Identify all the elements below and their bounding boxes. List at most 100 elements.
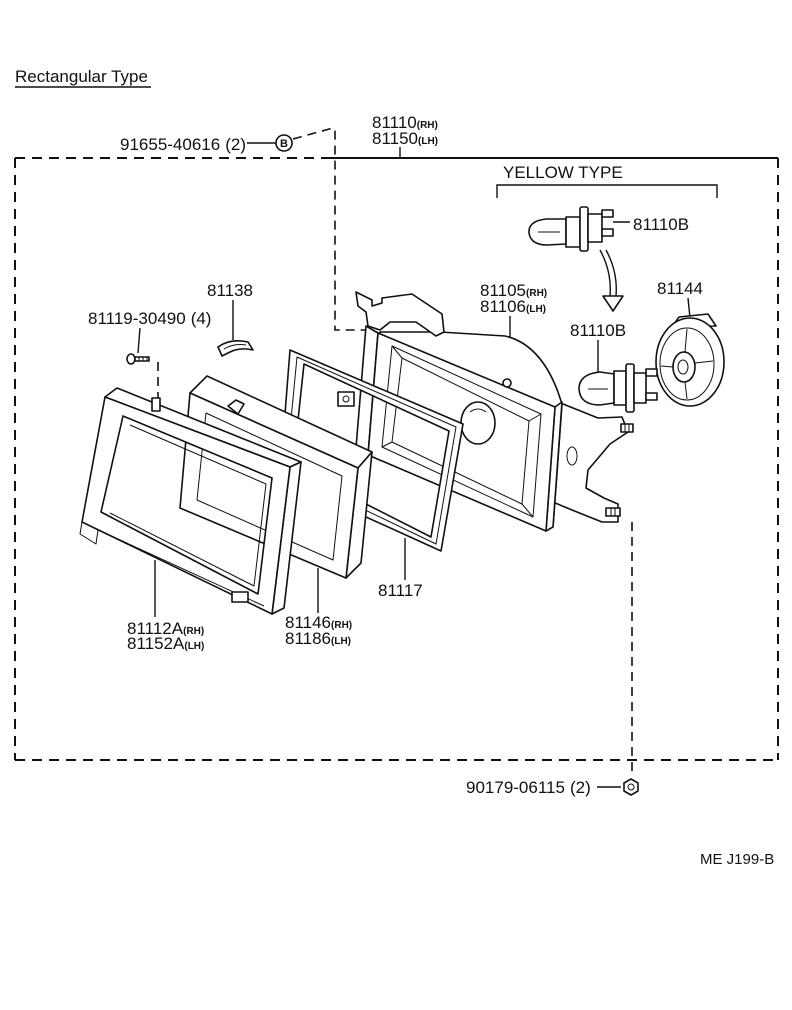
clip (217, 340, 254, 357)
leader-line-cover (687, 297, 691, 319)
fastener-b-symbol: B (280, 138, 288, 150)
socket-cover-center (677, 359, 689, 375)
diagram-title: Rectangular Type (15, 67, 148, 86)
frame-rh-side: (RH) (183, 626, 204, 637)
nut-qty: (2) (570, 778, 591, 797)
bulb (578, 363, 658, 413)
nut (623, 778, 639, 796)
socket-cover-rim (659, 327, 715, 401)
housing-reflector-depth (381, 345, 542, 518)
bulb-yellow-terminal (601, 209, 614, 218)
bulb-terminal (645, 368, 658, 377)
lens-lh-number: 81186 (285, 629, 331, 648)
leader-line-screw (137, 327, 141, 354)
frame-screw-boss (151, 397, 161, 412)
screw (126, 353, 150, 365)
bulb-terminal (645, 392, 658, 401)
screw-thread (138, 357, 148, 361)
clip-fold (223, 344, 247, 350)
housing-bulb (460, 401, 496, 445)
lens-inner-panel (196, 412, 343, 561)
socket-cover-rib (660, 365, 674, 368)
bulb-yellow-flange (579, 206, 589, 252)
lens-rh-label: 81146(RH) (285, 613, 352, 632)
bulb-yellow-collar (565, 216, 581, 248)
screw-shank (134, 356, 150, 362)
socket-cover-rib (684, 381, 688, 400)
housing-mount-stud (605, 507, 621, 517)
clip-body (217, 340, 254, 357)
socket-cover-rib (694, 360, 714, 364)
screw-number: 81119-30490 (88, 309, 186, 328)
assembly-border (14, 157, 779, 761)
bulb-yellow-label: 81110B (633, 215, 689, 234)
housing-side-tab (337, 391, 355, 407)
frame-lh-side: (LH) (184, 641, 204, 652)
arrow-head (602, 295, 624, 312)
frame-bottom-tab (231, 591, 249, 603)
socket-cover-rib (684, 328, 688, 353)
housing-rh-label: 81105(RH) (480, 281, 547, 300)
bulb-yellow-terminal (601, 228, 614, 237)
housing-rh-side: (RH) (526, 288, 547, 299)
housing-lh-label: 81106(LH) (480, 297, 546, 316)
nut-label: 90179-06115 (2) (466, 778, 591, 797)
housing-tab-hole (342, 395, 350, 403)
lens-rh-number: 81146 (285, 613, 331, 632)
arrow-shaft-right (605, 249, 617, 297)
cover-label: 81144 (657, 279, 703, 298)
housing-adjust-stud (620, 423, 634, 433)
nut-hole (627, 783, 635, 791)
bulb-flange (625, 363, 635, 413)
fastener-b-label: 91655-40616 (2) (120, 135, 246, 154)
fastener-b-number: 91655-40616 (120, 135, 220, 154)
bulb-collar (613, 370, 627, 406)
bulb-yellow-base (587, 213, 603, 243)
housing-bulb-highlight (469, 408, 487, 413)
frame-ring (81, 396, 291, 615)
frame-inner-lip (109, 424, 267, 587)
nut-number: 90179-06115 (466, 778, 565, 797)
lens-rh-side: (RH) (331, 620, 352, 631)
housing-mount-bracket (547, 399, 629, 523)
arrow-shaft-left (599, 249, 611, 297)
housing-lh-side: (LH) (526, 304, 546, 315)
assembly-lh-label: 81150(LH) (372, 129, 438, 148)
lens-latch (227, 399, 245, 415)
socket-cover (655, 313, 725, 407)
nut-hex (623, 778, 639, 796)
frame-rh-label: 81112A(RH) (127, 619, 204, 638)
bulb-label: 81110B (570, 321, 626, 340)
drawing-code: ME J199-B (700, 851, 774, 868)
yellow-type-bracket (496, 184, 718, 198)
fastener-b-qty: (2) (225, 135, 246, 154)
lens-lh-side: (LH) (331, 636, 351, 647)
headlamp-bezel-frame (79, 387, 302, 615)
screw-qty: (4) (191, 309, 212, 328)
assembly-rh-label: 81110(RH) (372, 113, 438, 132)
screw-label: 81119-30490 (4) (88, 309, 211, 328)
leader-dashed-fastener-b (292, 127, 372, 331)
lens-lh-label: 81186(LH) (285, 629, 351, 648)
assembly-lh-side: (LH) (418, 136, 438, 147)
housing-rh-number: 81105 (480, 281, 526, 300)
frame-rh-number: 81112A (127, 619, 184, 638)
yellow-type-label: YELLOW TYPE (503, 163, 623, 182)
housing-bracket-slot (566, 446, 578, 466)
gasket-label: 81117 (378, 581, 423, 600)
frame-lh-label: 81152A(LH) (127, 634, 204, 653)
assembly-rh-side: (RH) (417, 120, 438, 131)
frame-lh-number: 81152A (127, 634, 185, 653)
bulb-base (633, 372, 647, 404)
bulb-yellow (528, 206, 614, 252)
housing-top-bracket (355, 291, 445, 337)
housing-bolt (502, 378, 512, 388)
assembly-rh-number: 81110 (372, 113, 417, 132)
housing-lh-number: 81106 (480, 297, 526, 316)
frame-foot (79, 521, 99, 545)
assembly-lh-number: 81150 (372, 129, 418, 148)
socket-cover-hub (672, 351, 696, 383)
replacement-arrow (599, 249, 624, 312)
clip-label: 81138 (207, 281, 253, 300)
